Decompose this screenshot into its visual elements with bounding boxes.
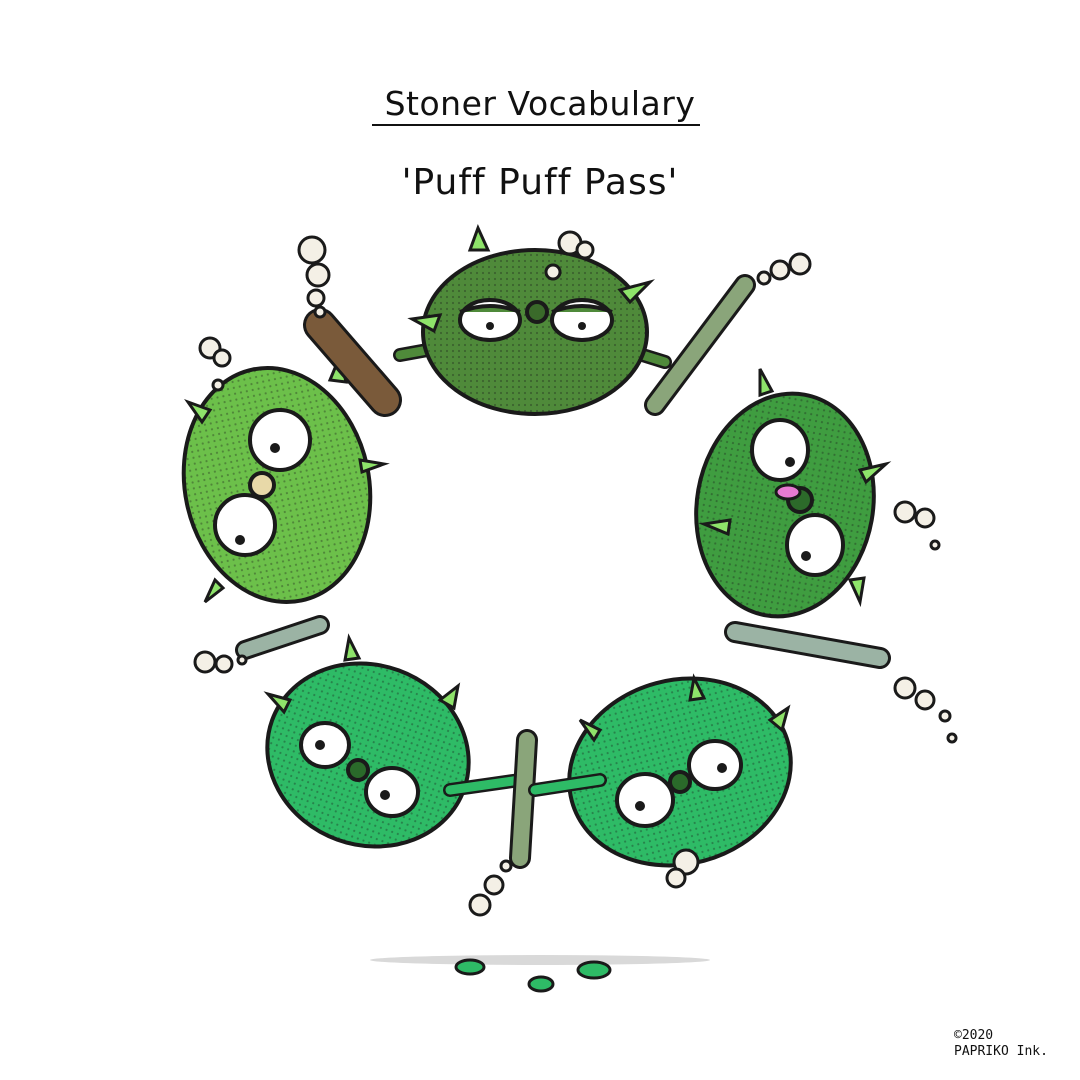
crumbs <box>454 958 612 993</box>
ground-shadow <box>370 955 710 965</box>
bud-character-top <box>393 224 756 416</box>
bud-character-right <box>694 368 892 669</box>
bud-character-left <box>181 308 402 660</box>
copyright-year: ©2020 <box>954 1028 994 1043</box>
studio-name: PAPRIKO Ink. <box>954 1044 1048 1059</box>
bud-character-bottom-right <box>509 673 793 869</box>
credit: ©2020 PAPRIKO Ink. <box>954 1028 1048 1060</box>
comic-title: Stoner Vocabulary <box>384 84 696 123</box>
title-underline <box>372 124 700 126</box>
comic-subtitle: 'Puff Puff Pass' <box>401 162 679 203</box>
bud-character-bottom-left <box>263 633 527 849</box>
smoke-puffs <box>193 230 958 917</box>
